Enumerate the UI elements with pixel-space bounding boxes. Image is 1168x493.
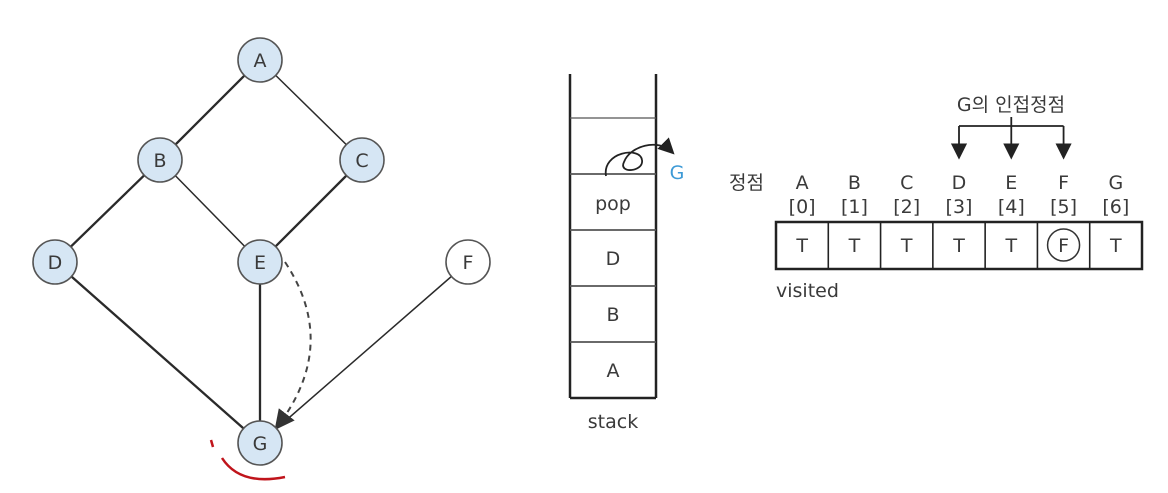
traversal-arrow bbox=[274, 261, 312, 431]
visited-cell: T bbox=[1109, 235, 1122, 257]
node-label: C bbox=[355, 150, 368, 172]
stack-item: B bbox=[606, 304, 619, 326]
graph-edge-c-e bbox=[259, 159, 363, 263]
visited-array-frame bbox=[774, 220, 1144, 271]
graph-nodes: A B C D E F G bbox=[32, 37, 491, 466]
index-headers: [0] [1] [2] [3] [4] [5] [6] bbox=[789, 196, 1130, 218]
graph-node-a: A bbox=[237, 37, 283, 83]
visited-cell: T bbox=[1004, 235, 1017, 257]
visited-array-caption: visited bbox=[776, 280, 839, 302]
node-circle bbox=[339, 137, 385, 183]
index-header: [5] bbox=[1050, 196, 1077, 218]
graph-node-c: C bbox=[339, 137, 385, 183]
graph-edge-b-d bbox=[54, 159, 161, 263]
node-circle bbox=[237, 239, 283, 285]
vertex-row-label: 정점 bbox=[729, 172, 764, 194]
graph-node-f: F bbox=[445, 239, 491, 285]
graph-node-b: B bbox=[137, 137, 183, 183]
vertex-header: F bbox=[1058, 172, 1069, 194]
stack-cells: A B D bbox=[606, 248, 621, 382]
index-header: [2] bbox=[893, 196, 920, 218]
index-header: [1] bbox=[841, 196, 868, 218]
vertex-header: A bbox=[796, 172, 809, 194]
graph-edge-a-c bbox=[259, 59, 363, 161]
node-label: G bbox=[253, 433, 268, 455]
vertex-header: B bbox=[848, 172, 861, 194]
vertex-headers: A B C D E F G bbox=[796, 172, 1124, 194]
stack-item: D bbox=[606, 248, 621, 270]
stack-pop-label: pop bbox=[595, 193, 631, 215]
index-header: [4] bbox=[998, 196, 1025, 218]
vertex-header: G bbox=[1108, 172, 1123, 194]
vertex-header: E bbox=[1005, 172, 1017, 194]
node-label: B bbox=[153, 150, 166, 172]
index-header: [6] bbox=[1102, 196, 1129, 218]
current-node-marker-tick bbox=[209, 439, 215, 448]
node-label: F bbox=[463, 252, 474, 274]
stack-dividers bbox=[570, 117, 656, 343]
pop-arrow bbox=[605, 137, 675, 177]
visited-cell: F bbox=[1058, 235, 1069, 257]
vertex-table: G의 인접정점 정점 A B C D E F G [0] [1] [2] [3] [4] [5] [6]… bbox=[729, 94, 1144, 302]
node-circle bbox=[137, 137, 183, 183]
index-header: [3] bbox=[946, 196, 973, 218]
graph-edge-f-g bbox=[259, 261, 469, 444]
graph-edge-d-g bbox=[54, 261, 261, 444]
adjacent-caption: G의 인접정점 bbox=[957, 94, 1065, 116]
node-label: D bbox=[48, 252, 63, 274]
unvisited-highlight-circle bbox=[1046, 228, 1081, 262]
node-circle bbox=[32, 239, 78, 285]
graph-node-d: D bbox=[32, 239, 78, 285]
node-label: A bbox=[254, 50, 267, 72]
index-header: [0] bbox=[789, 196, 816, 218]
stack: A B D pop G stack bbox=[568, 74, 685, 433]
node-circle bbox=[445, 239, 491, 285]
node-circle bbox=[237, 420, 283, 466]
visited-cell: T bbox=[900, 235, 913, 257]
adjacent-arrows bbox=[950, 117, 1072, 160]
graph-node-g: G bbox=[237, 420, 283, 466]
stack-caption: stack bbox=[588, 411, 638, 433]
graph: A B C D E F G bbox=[32, 37, 491, 481]
current-node-marker bbox=[220, 457, 286, 481]
graph-edges bbox=[54, 59, 469, 444]
stack-item: A bbox=[607, 360, 620, 382]
visited-cell: T bbox=[952, 235, 965, 257]
vertex-header: D bbox=[952, 172, 967, 194]
node-label: E bbox=[254, 252, 266, 274]
visited-cell: T bbox=[795, 235, 808, 257]
graph-edge-a-b bbox=[159, 59, 261, 161]
visited-cell: T bbox=[848, 235, 861, 257]
popped-vertex-label: G bbox=[670, 162, 685, 184]
node-circle bbox=[237, 37, 283, 83]
graph-node-e: E bbox=[237, 239, 283, 285]
vertex-header: C bbox=[900, 172, 913, 194]
graph-edge-b-e bbox=[159, 159, 261, 263]
